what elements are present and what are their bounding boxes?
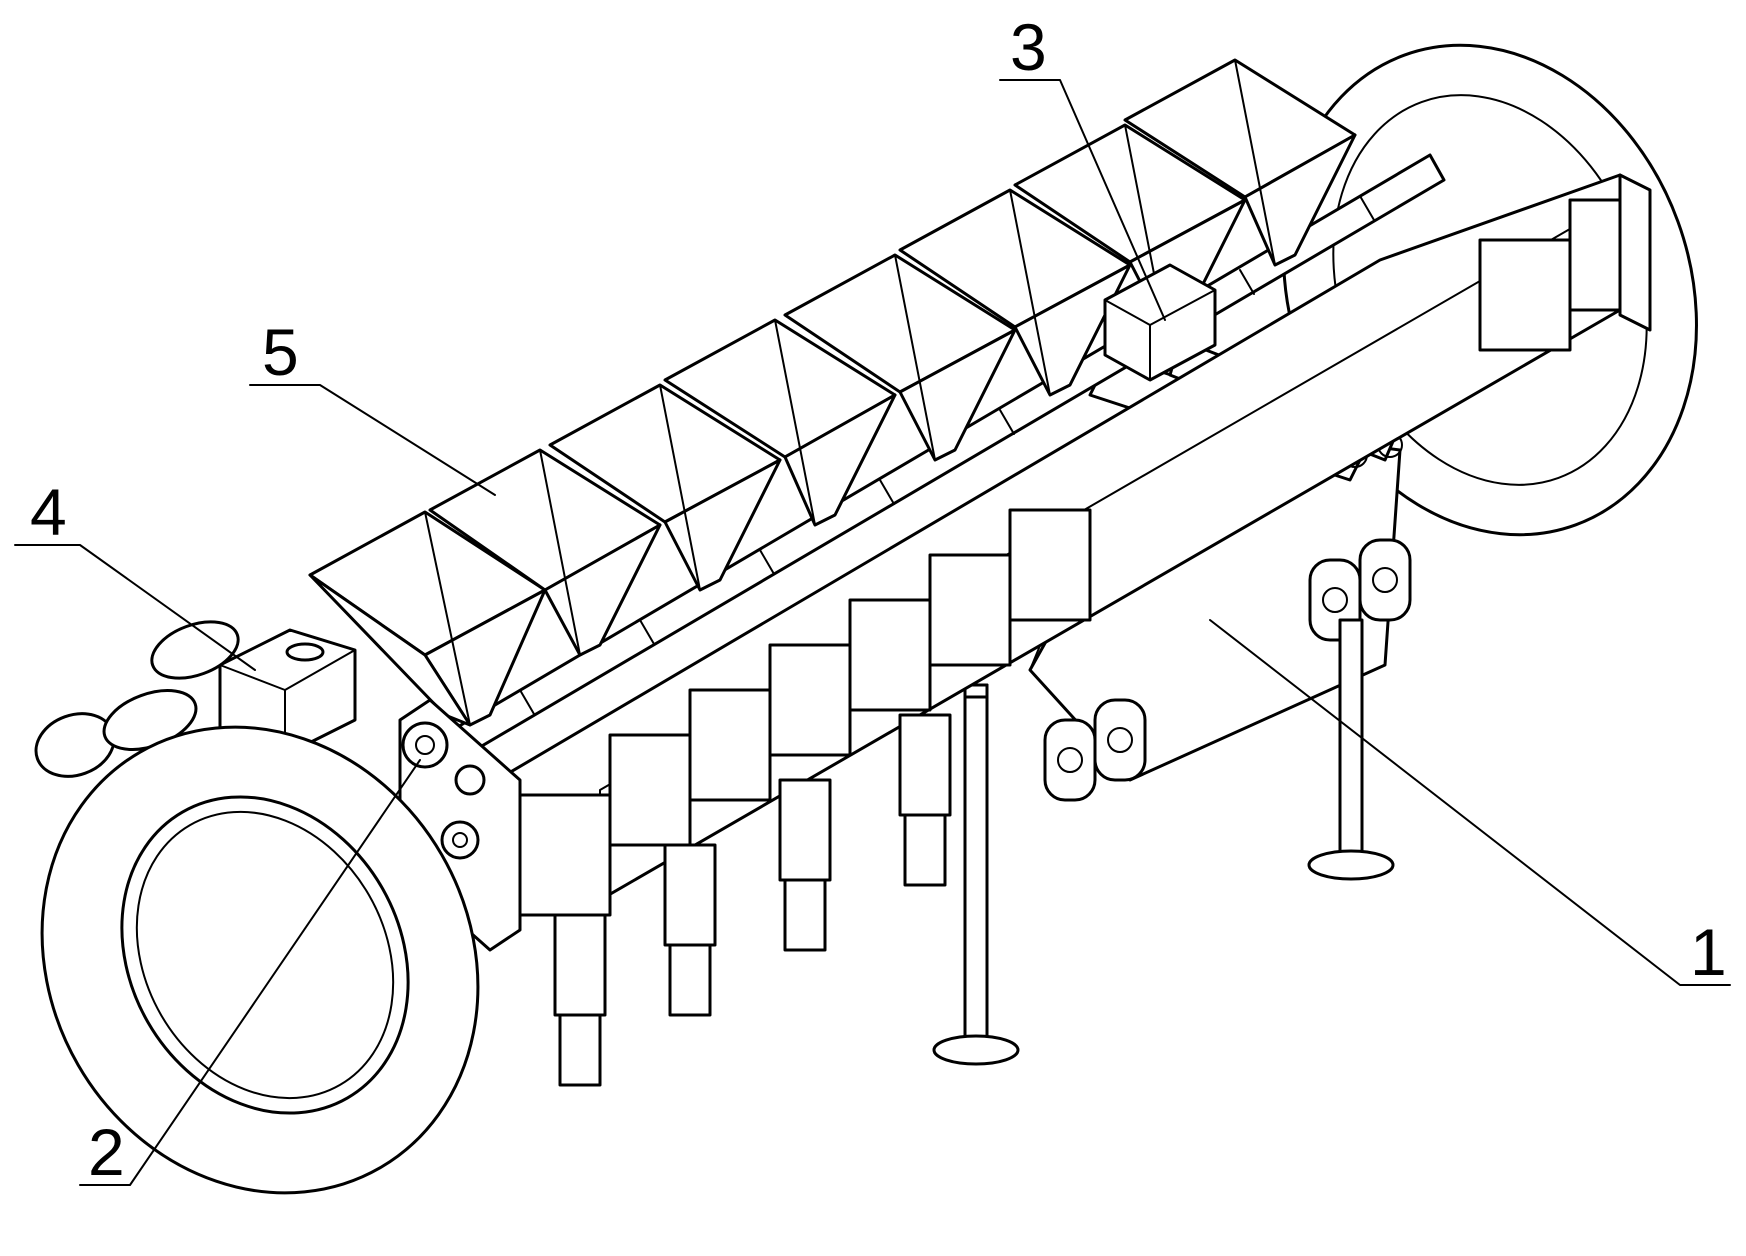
callout-5: 5	[262, 315, 299, 389]
callout-1: 1	[1690, 915, 1727, 989]
callout-3: 3	[1010, 10, 1047, 84]
callout-4: 4	[30, 475, 67, 549]
callout-2: 2	[88, 1115, 125, 1189]
support-legs	[932, 618, 1395, 1066]
leader-lines	[14, 79, 1731, 1186]
bearing-block	[1103, 263, 1217, 382]
seed-tubes	[553, 713, 952, 1087]
hopper-row	[308, 58, 1357, 727]
left-wheel	[34, 620, 480, 1195]
